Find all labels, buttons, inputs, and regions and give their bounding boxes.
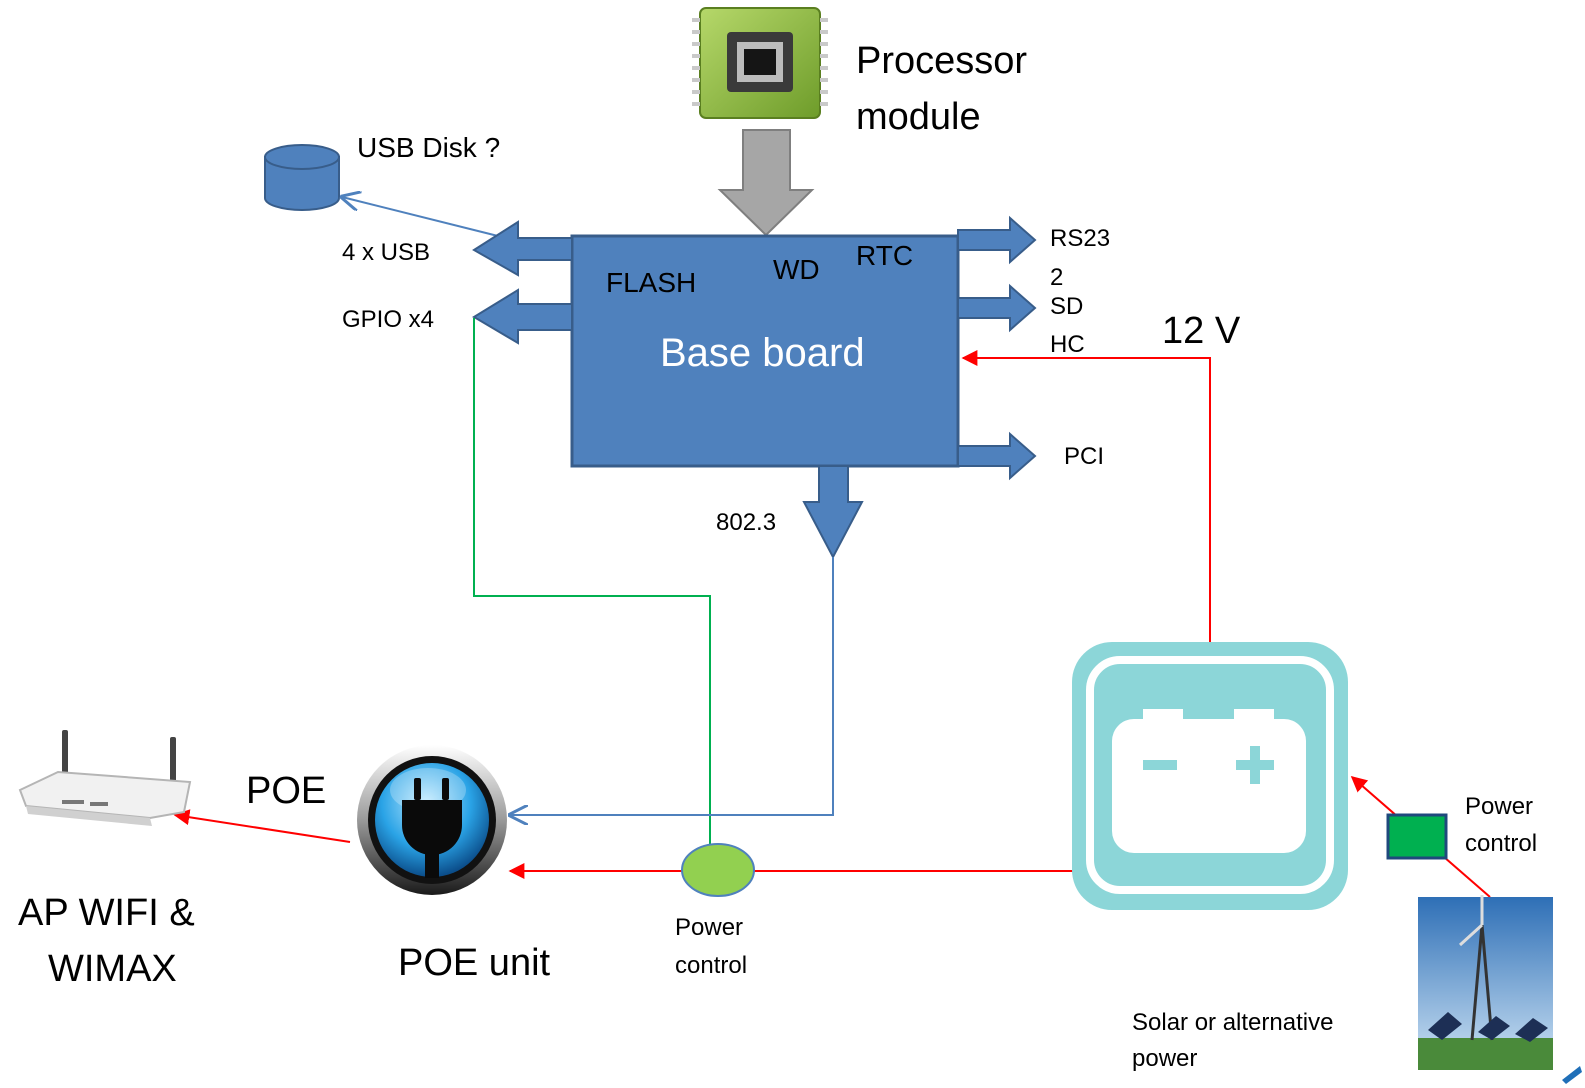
wd-label: WD [773,254,820,285]
power-control-left-switch [681,843,755,897]
rs232-label-line2: 2 [1050,264,1064,291]
gpio-port-arrow [472,288,573,345]
usb-disk-link [342,197,499,237]
usb-port-label: 4 x USB [342,239,431,266]
alt-power-label-line1: Solar or alternative [1132,1009,1334,1036]
sdhc-label-line1: SD [1050,293,1084,320]
processor-connector-arrow [717,129,815,237]
rs232-port-arrow [957,215,1037,265]
gpio-port-label: GPIO x4 [342,306,435,333]
ethernet-label: 802.3 [716,509,777,536]
power-12v-line [961,350,1211,648]
power-control-right-label-line1: Power [1465,793,1534,820]
ap-label-line2: WIMAX [48,948,177,990]
ap-router-icon [18,730,192,826]
power-control-left-label-line2: control [675,952,748,979]
ethernet-line [510,557,834,815]
battery-icon [1072,642,1348,910]
slide-corner-mark [1562,1066,1582,1084]
usb-disk-label: USB Disk ? [357,132,501,163]
usb-port-arrow [472,220,573,277]
ethernet-port-arrow [802,465,864,560]
usb-disk-icon [264,144,340,211]
poe-to-ap-line [173,809,351,843]
processor-label-line2: module [856,96,981,138]
ap-label-line1: AP WIFI & [18,892,195,934]
power-12v-label: 12 V [1162,310,1241,352]
rtc-label: RTC [856,240,914,271]
processor-label-line1: Processor [856,40,1028,82]
wind-turbine-icon [1418,895,1553,1070]
base-board-box [570,234,960,468]
alt-power-label-line2: power [1132,1045,1198,1072]
power-control-left-label-line1: Power [675,914,744,941]
poe-link-label: POE [246,770,327,812]
base-board-title: Base board [660,331,865,375]
processor-chip-icon [692,7,828,119]
power-control-right-switch [1386,813,1448,860]
sdhc-port-arrow [957,283,1037,333]
pci-port-arrow [957,431,1037,481]
rs232-label-line1: RS23 [1050,225,1111,252]
poe-unit-plug-icon [357,745,507,895]
pci-label: PCI [1064,443,1105,470]
flash-label: FLASH [606,267,697,298]
power-control-right-label-line2: control [1465,830,1538,857]
poe-unit-label: POE unit [398,942,551,984]
gpio-control-line [473,318,711,845]
sdhc-label-line2: HC [1050,331,1085,358]
